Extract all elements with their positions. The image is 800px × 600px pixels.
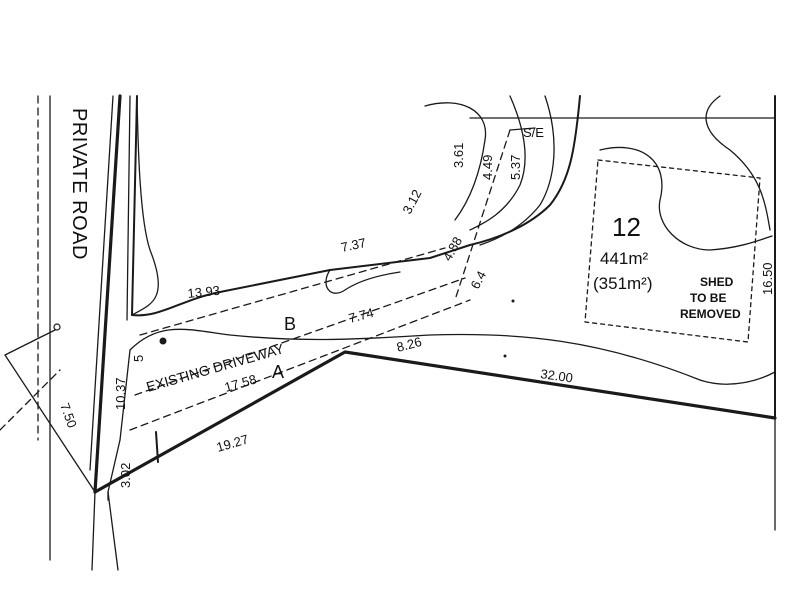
east-boundary: [469, 95, 776, 531]
marker-a: A: [272, 362, 284, 382]
dim-8-26: 8.26: [395, 334, 423, 355]
dim-16-50: 16.50: [760, 262, 775, 295]
dim-3-61: 3.61: [451, 143, 466, 168]
lot-number: 12: [612, 212, 641, 242]
easement-line: [454, 127, 536, 301]
marker-se: S/E: [523, 125, 544, 140]
dim-7-37: 7.37: [340, 235, 368, 255]
shed-line-2: TO BE: [690, 291, 726, 305]
west-boundary: [89, 94, 138, 494]
small-marks: [53, 299, 515, 463]
dim-5-37: 5.37: [508, 155, 523, 180]
private-road-label: PRIVATE ROAD: [68, 108, 90, 260]
south-boundary: [93, 350, 777, 501]
dim-19-27: 19.27: [215, 431, 250, 454]
dim-3-12: 3.12: [399, 187, 424, 216]
shed-footprint: [584, 159, 761, 343]
dim-4-49: 4.49: [480, 155, 495, 180]
lot-area-alt: (351m²): [593, 274, 653, 293]
driveway-label: EXISTING DRIVEWAY: [144, 340, 286, 395]
dim-3-02: 3.02: [118, 463, 133, 488]
private-road-edges: [37, 95, 51, 561]
shed-line-3: REMOVED: [680, 307, 741, 321]
dim-10-37: 10.37: [113, 377, 128, 410]
marker-b: B: [284, 314, 296, 334]
road-splay: [0, 329, 119, 571]
contour-lines: [325, 95, 773, 294]
existing-driveway: [107, 247, 776, 493]
dim-13-93: 13.93: [187, 283, 221, 301]
dim-32-00: 32.00: [540, 366, 574, 385]
shed-line-1: SHED: [700, 275, 734, 289]
dim-7-50: 7.50: [57, 401, 80, 430]
dim-7-74: 7.74: [347, 305, 375, 326]
access-handle: [131, 95, 581, 317]
lot-area: 441m²: [600, 249, 649, 268]
dim-5: 5: [131, 355, 146, 362]
dim-17-58: 17.58: [223, 371, 258, 394]
dim-6-4: 6.4: [467, 268, 489, 291]
